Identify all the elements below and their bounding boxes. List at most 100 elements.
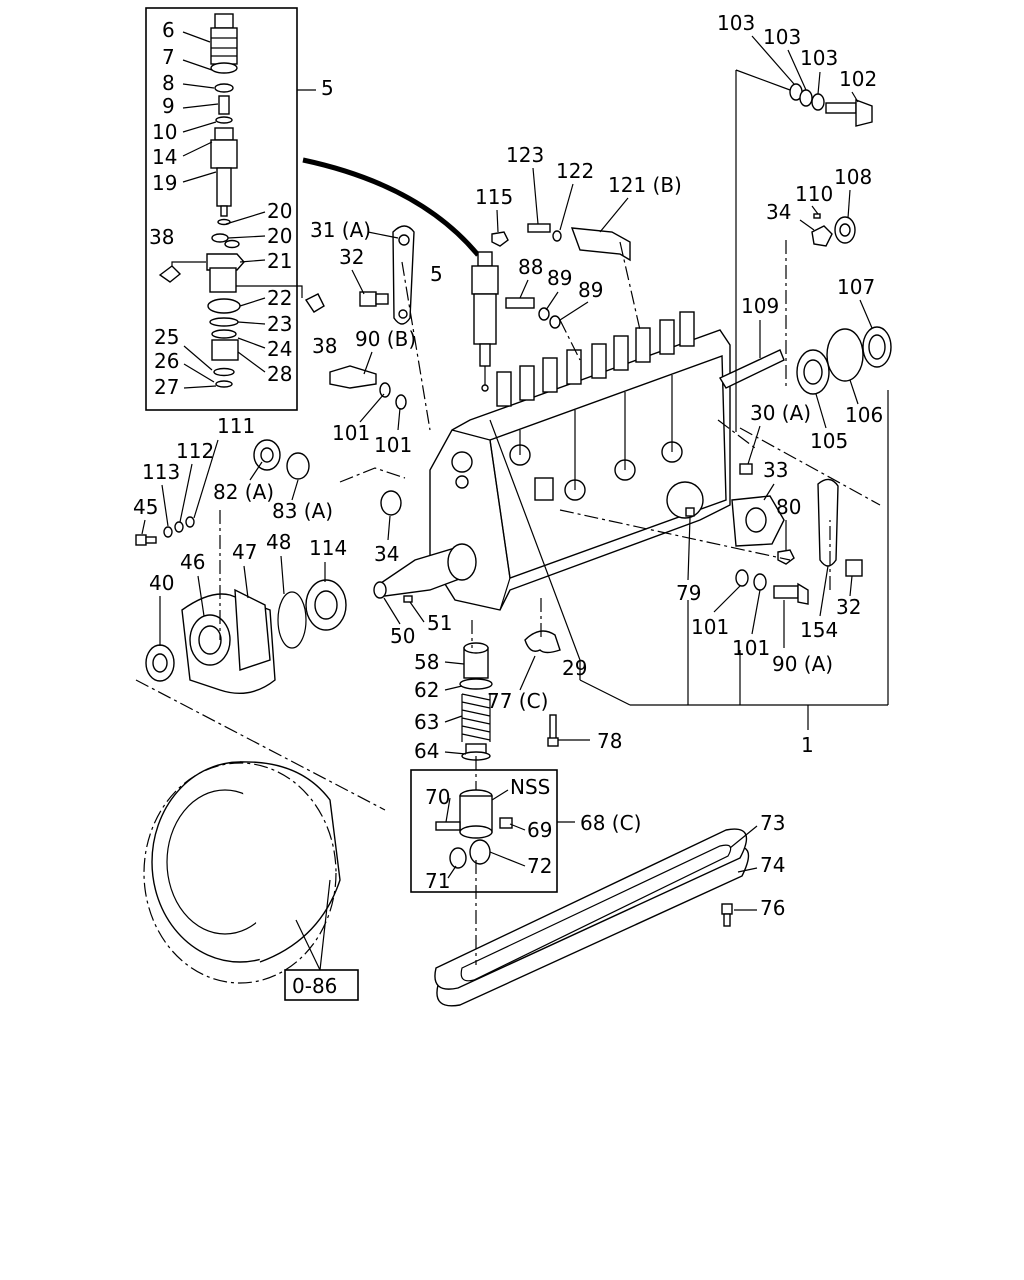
label-73: 73 bbox=[760, 811, 785, 835]
label-89-b: 89 bbox=[578, 278, 603, 302]
label-26: 26 bbox=[154, 349, 179, 373]
label-38-right: 38 bbox=[312, 334, 337, 358]
label-40: 40 bbox=[149, 571, 174, 595]
label-32-left: 32 bbox=[339, 245, 364, 269]
label-71: 71 bbox=[425, 869, 450, 893]
label-108: 108 bbox=[834, 165, 872, 189]
label-45: 45 bbox=[133, 495, 158, 519]
label-48: 48 bbox=[266, 530, 291, 554]
label-10: 10 bbox=[152, 120, 177, 144]
label-114: 114 bbox=[309, 536, 347, 560]
part1-bracket bbox=[579, 390, 889, 730]
label-90a: 90 (A) bbox=[772, 652, 833, 676]
label-50: 50 bbox=[390, 624, 415, 648]
label-77c: 77 (C) bbox=[487, 689, 548, 713]
label-20-lower: 20 bbox=[267, 224, 292, 248]
label-58: 58 bbox=[414, 650, 439, 674]
label-34-right: 34 bbox=[766, 200, 791, 224]
label-113: 113 bbox=[142, 460, 180, 484]
label-103-c: 103 bbox=[800, 46, 838, 70]
label-83a: 83 (A) bbox=[272, 499, 333, 523]
label-111: 111 bbox=[217, 414, 255, 438]
label-78: 78 bbox=[597, 729, 622, 753]
label-70: 70 bbox=[425, 785, 450, 809]
label-103-b: 103 bbox=[763, 25, 801, 49]
governor-parts bbox=[459, 630, 561, 761]
label-63: 63 bbox=[414, 710, 439, 734]
label-29: 29 bbox=[562, 656, 587, 680]
label-76: 76 bbox=[760, 896, 785, 920]
nozzle-detail-group bbox=[145, 7, 325, 411]
label-14: 14 bbox=[152, 145, 177, 169]
label-123: 123 bbox=[506, 143, 544, 167]
label-nss: NSS bbox=[510, 775, 550, 799]
label-28: 28 bbox=[267, 362, 292, 386]
part-68c-box bbox=[410, 769, 575, 893]
label-6: 6 bbox=[162, 18, 175, 42]
part-labels: 6 7 8 9 10 14 19 20 20 21 22 23 24 28 25… bbox=[133, 11, 883, 998]
label-72: 72 bbox=[527, 854, 552, 878]
label-25: 25 bbox=[154, 325, 179, 349]
label-101-c: 101 bbox=[691, 615, 729, 639]
label-88: 88 bbox=[518, 255, 543, 279]
label-101-d: 101 bbox=[732, 636, 770, 660]
label-62: 62 bbox=[414, 678, 439, 702]
label-5: 5 bbox=[430, 262, 443, 286]
connection-lines bbox=[135, 69, 881, 965]
label-20-upper: 20 bbox=[267, 199, 292, 223]
label-101-a: 101 bbox=[332, 421, 370, 445]
pump-housing bbox=[373, 311, 731, 611]
curved-arrow bbox=[302, 157, 480, 257]
label-21: 21 bbox=[267, 249, 292, 273]
label-0-86: 0-86 bbox=[292, 974, 337, 998]
flywheel-housing bbox=[143, 761, 359, 1001]
label-102: 102 bbox=[839, 67, 877, 91]
label-27: 27 bbox=[154, 375, 179, 399]
label-74: 74 bbox=[760, 853, 785, 877]
label-122: 122 bbox=[556, 159, 594, 183]
label-64: 64 bbox=[414, 739, 439, 763]
label-22: 22 bbox=[267, 286, 292, 310]
label-80: 80 bbox=[776, 495, 801, 519]
label-109: 109 bbox=[741, 294, 779, 318]
label-79: 79 bbox=[676, 581, 701, 605]
label-9: 9 bbox=[162, 94, 175, 118]
label-101-b: 101 bbox=[374, 433, 412, 457]
label-112: 112 bbox=[176, 439, 214, 463]
label-51: 51 bbox=[427, 611, 452, 635]
label-121b: 121 (B) bbox=[608, 173, 682, 197]
label-89-a: 89 bbox=[547, 266, 572, 290]
label-33: 33 bbox=[763, 458, 788, 482]
label-69: 69 bbox=[527, 818, 552, 842]
label-1: 1 bbox=[801, 733, 814, 757]
left-parts bbox=[135, 225, 415, 694]
label-34-left: 34 bbox=[374, 542, 399, 566]
nozzle-assembly-5 bbox=[471, 251, 499, 392]
label-154: 154 bbox=[800, 618, 838, 642]
label-47: 47 bbox=[232, 540, 257, 564]
label-82a: 82 (A) bbox=[213, 480, 274, 504]
leader-lines bbox=[141, 35, 873, 911]
label-30a: 30 (A) bbox=[750, 401, 811, 425]
label-23: 23 bbox=[267, 312, 292, 336]
label-103-a: 103 bbox=[717, 11, 755, 35]
bottom-plates bbox=[434, 828, 750, 1007]
label-115: 115 bbox=[475, 185, 513, 209]
label-19: 19 bbox=[152, 171, 177, 195]
label-105: 105 bbox=[810, 429, 848, 453]
label-8: 8 bbox=[162, 71, 175, 95]
label-107: 107 bbox=[837, 275, 875, 299]
label-7: 7 bbox=[162, 45, 175, 69]
nozzle-detail-box bbox=[145, 7, 298, 411]
label-68c: 68 (C) bbox=[580, 811, 641, 835]
label-38-left: 38 bbox=[149, 225, 174, 249]
label-5-box: 5 bbox=[321, 76, 334, 100]
label-110: 110 bbox=[795, 182, 833, 206]
label-90b: 90 (B) bbox=[355, 327, 416, 351]
label-31a: 31 (A) bbox=[310, 218, 371, 242]
label-46: 46 bbox=[180, 550, 205, 574]
label-24: 24 bbox=[267, 337, 292, 361]
label-32-right: 32 bbox=[836, 595, 861, 619]
label-106: 106 bbox=[845, 403, 883, 427]
